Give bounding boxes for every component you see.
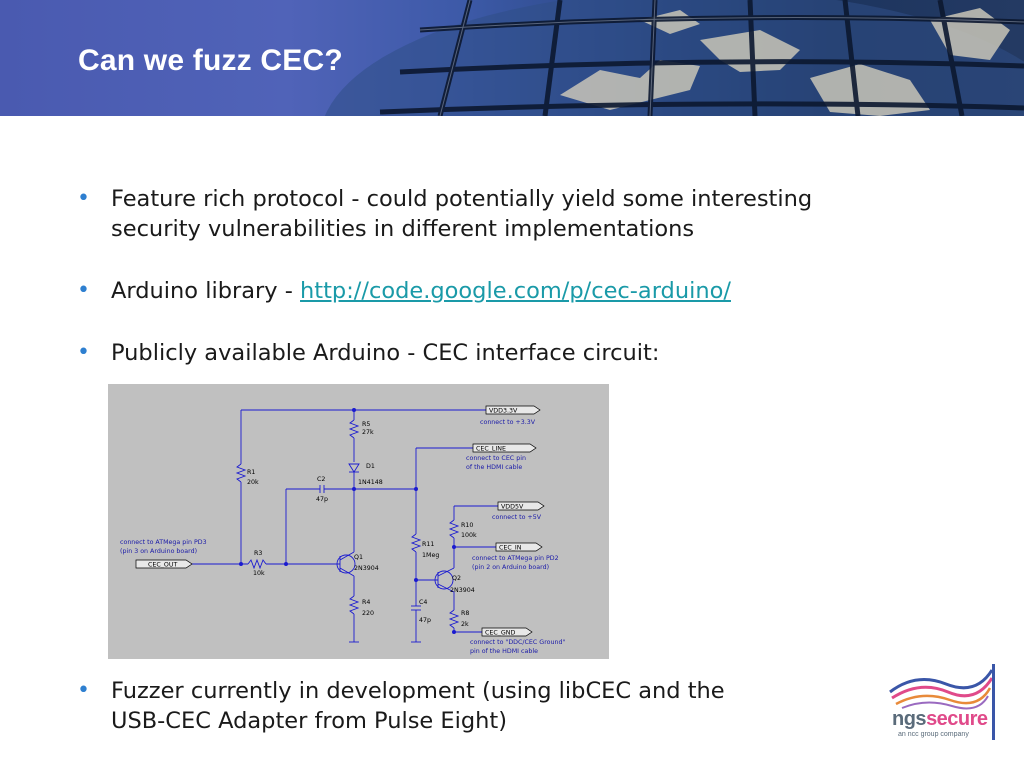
logo-accent: secure — [926, 708, 988, 730]
schematic-note: connect to ATMega pin PD2 — [472, 555, 559, 562]
schematic-note: connect to +3.3V — [480, 419, 536, 426]
logo-main: ngs — [892, 708, 927, 730]
schematic-note: connect to +5V — [492, 514, 542, 521]
schematic-label: 27k — [362, 429, 374, 436]
schematic-label: 2k — [461, 621, 469, 628]
bullet-dot-icon: • — [77, 278, 90, 303]
schematic-label: VDD3.3V — [489, 408, 518, 415]
bullet-text: Feature rich protocol - could potentiall… — [111, 186, 813, 242]
bullet-dot-icon: • — [77, 186, 90, 211]
globe-background-image — [324, 0, 1024, 116]
bullet-dot-icon: • — [77, 678, 90, 703]
schematic-label: Q1 — [354, 554, 363, 561]
schematic-label: CEC_LINE — [476, 446, 506, 453]
schematic-note: connect to ATMega pin PD3 — [120, 539, 207, 546]
schematic-note: (pin 2 on Arduino board) — [472, 564, 549, 571]
circuit-schematic: VDD3.3V CEC_LINE VDD5V CEC_IN CEC_GND CE… — [108, 384, 609, 659]
schematic-label: CEC_IN — [499, 545, 522, 552]
bullet-text: Arduino library - — [111, 278, 301, 304]
ngssecure-logo-text: ngssecure — [892, 708, 988, 731]
schematic-label: 1Meg — [422, 552, 439, 559]
schematic-label: 20k — [247, 479, 259, 486]
schematic-label: 220 — [362, 610, 374, 617]
schematic-label: R11 — [422, 541, 434, 548]
schematic-label: 10k — [253, 570, 265, 577]
logo-tagline: an ncc group company — [898, 731, 969, 738]
schematic-note: connect to CEC pin — [466, 455, 526, 462]
schematic-label: R1 — [247, 469, 255, 476]
schematic-label: 2N3904 — [450, 587, 475, 594]
bullet-item: • Feature rich protocol - could potentia… — [77, 184, 897, 244]
schematic-note: pin of the HDMI cable — [470, 648, 538, 655]
schematic-label: R5 — [362, 421, 370, 428]
schematic-label: R3 — [254, 550, 262, 557]
schematic-label: R4 — [362, 599, 370, 606]
bullet-text: Publicly available Arduino - CEC interfa… — [111, 340, 660, 366]
schematic-label: R10 — [461, 522, 473, 529]
schematic-label: CEC_GND — [485, 630, 516, 637]
schematic-note: connect to "DDC/CEC Ground" — [470, 639, 565, 646]
bullet-text: Fuzzer currently in development (using l… — [111, 678, 725, 734]
arduino-library-link[interactable]: http://code.google.com/p/cec-arduino/ — [300, 278, 731, 304]
schematic-label: VDD5V — [501, 504, 524, 511]
schematic-note: of the HDMI cable — [466, 464, 522, 471]
schematic-label: Q2 — [452, 575, 461, 582]
schematic-label: CEC_OUT — [148, 562, 177, 569]
schematic-label: R8 — [461, 610, 469, 617]
schematic-label: 47p — [316, 496, 328, 503]
bullet-item: • Arduino library - http://code.google.c… — [77, 276, 897, 306]
bullet-item: • Publicly available Arduino - CEC inter… — [77, 338, 897, 368]
header-banner: Can we fuzz CEC? — [0, 0, 1024, 116]
schematic-label: D1 — [366, 463, 375, 470]
schematic-label: C2 — [317, 476, 325, 483]
bullet-text-with-link: Arduino library - http://code.google.com… — [111, 276, 897, 306]
logo-divider — [992, 664, 995, 740]
schematic-label: 1N4148 — [358, 479, 383, 486]
bullet-dot-icon: • — [77, 340, 90, 365]
schematic-label: C4 — [419, 599, 427, 606]
slide-title: Can we fuzz CEC? — [78, 44, 343, 77]
schematic-label: 2N3904 — [354, 565, 379, 572]
bullet-item: • Fuzzer currently in development (using… — [77, 676, 777, 736]
schematic-note: (pin 3 on Arduino board) — [120, 548, 197, 555]
schematic-label: 47p — [419, 617, 431, 624]
ngs-logo-swoosh-icon — [889, 669, 994, 710]
schematic-label: 100k — [461, 532, 477, 539]
